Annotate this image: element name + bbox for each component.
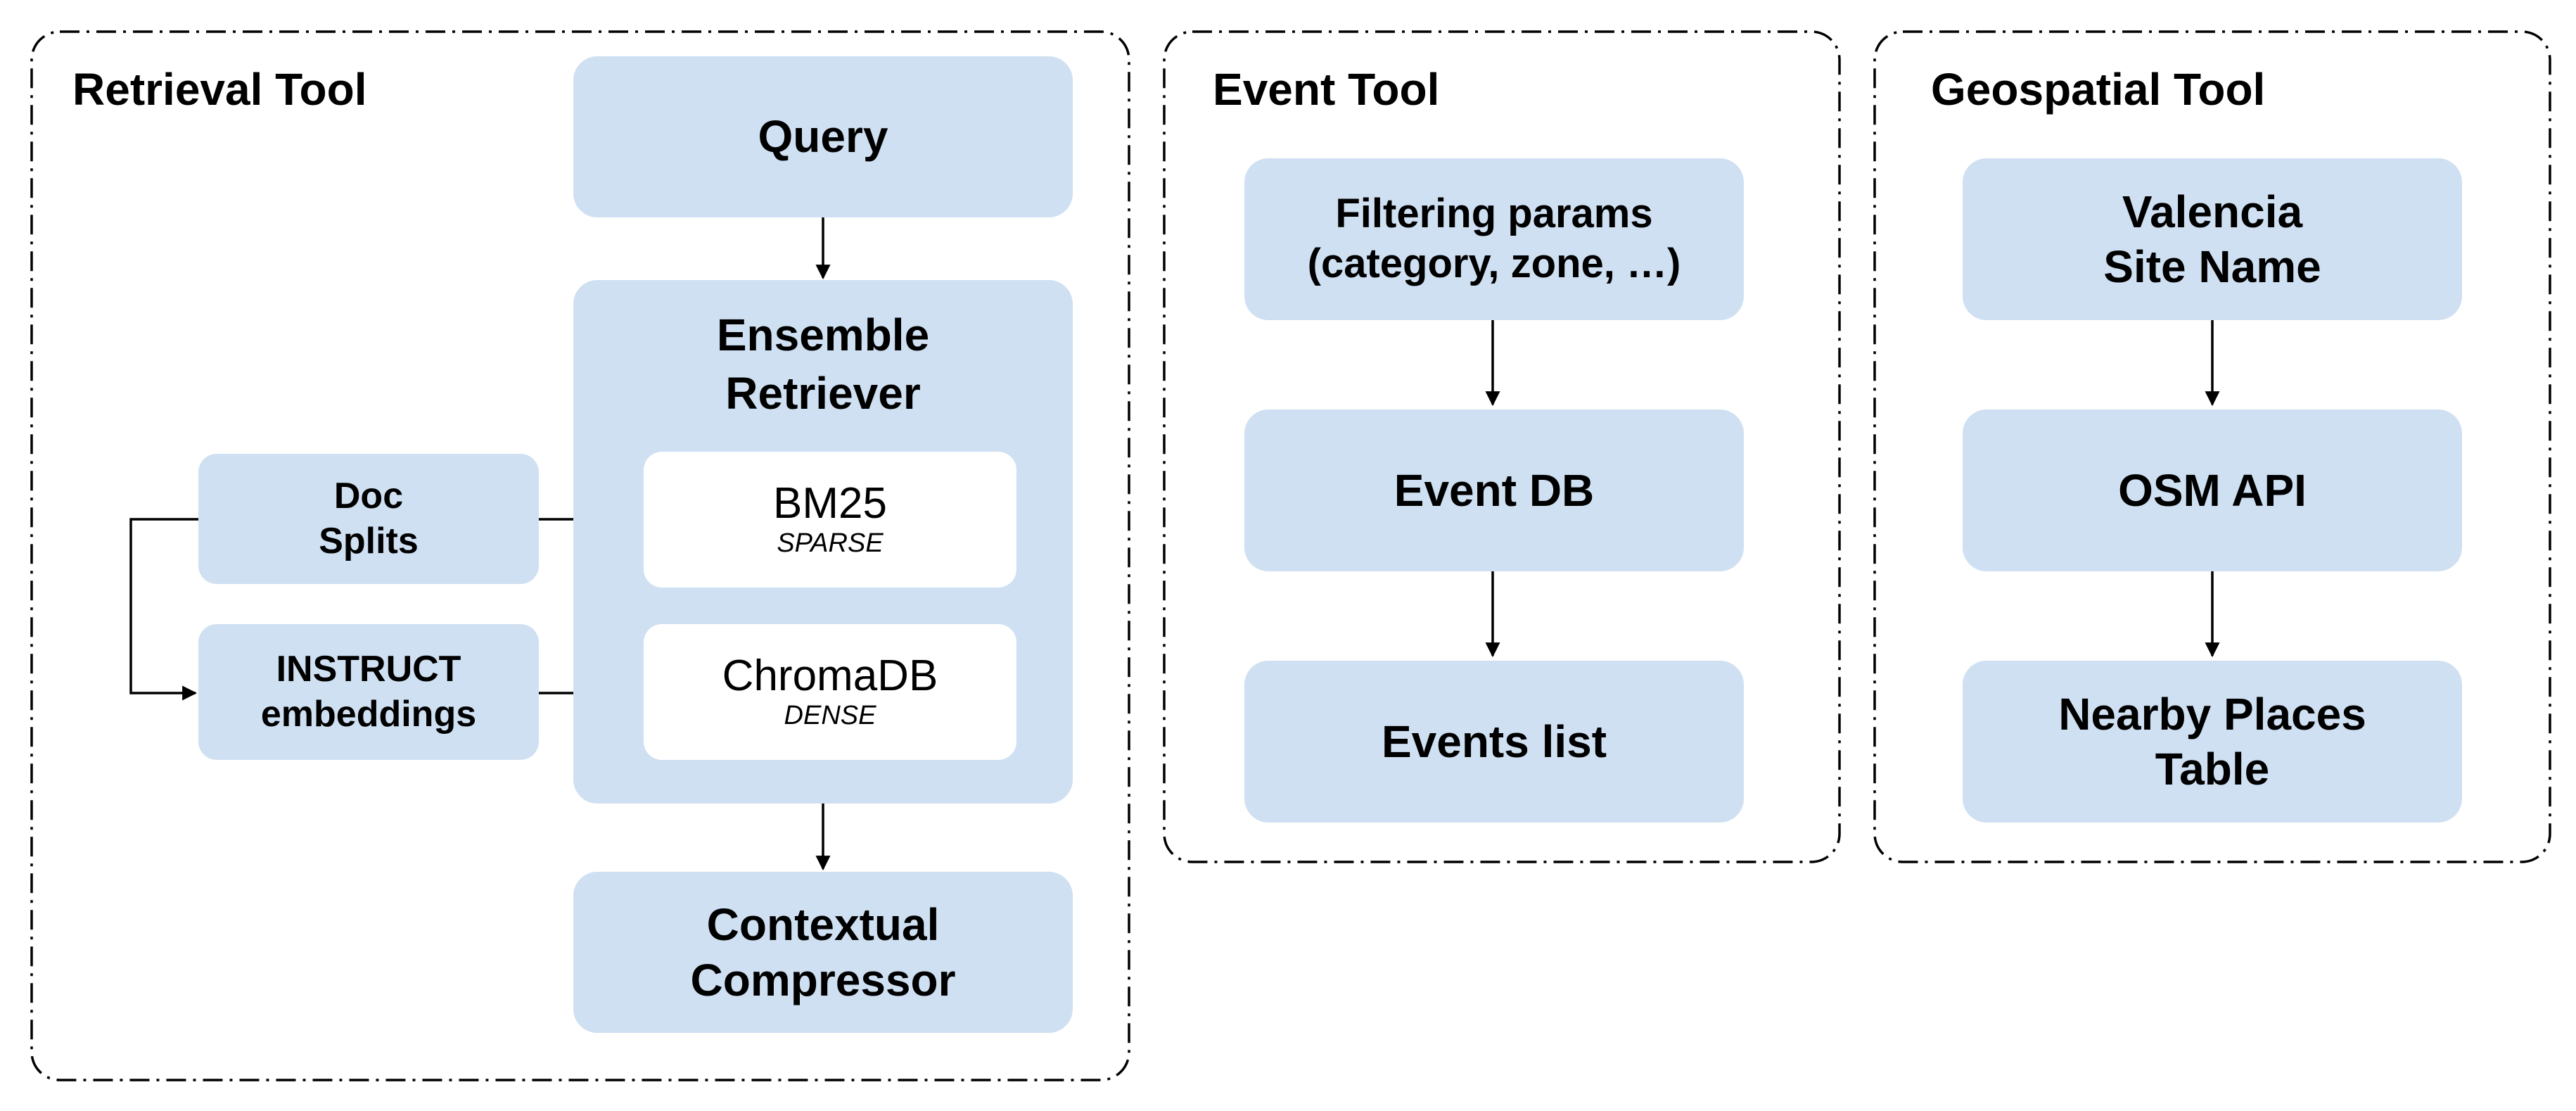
events-list-label: Events list [1381, 716, 1607, 767]
filtering-line2: (category, zone, …) [1307, 241, 1681, 286]
bm25-label: BM25 [773, 478, 887, 528]
doc-splits-line1: Doc [333, 476, 404, 517]
nearby-places-table-box: Nearby Places Table [1963, 661, 2462, 823]
compressor-line1: Contextual [706, 899, 940, 951]
chromadb-box: ChromaDB DENSE [644, 624, 1016, 760]
event-tool-title: Event Tool [1213, 64, 1440, 115]
filtering-params-box: Filtering params (category, zone, …) [1244, 158, 1744, 320]
event-panel-border [1163, 30, 1841, 863]
geospatial-tool-title: Geospatial Tool [1931, 64, 2266, 115]
event-db-label: Event DB [1394, 464, 1595, 516]
ensemble-retriever-title: Ensemble Retriever [573, 306, 1073, 423]
osm-api-label: OSM API [2118, 464, 2307, 516]
filtering-line1: Filtering params [1335, 191, 1653, 237]
arrow-doc-to-instruct [129, 518, 198, 701]
places-line2: Table [2155, 744, 2270, 794]
site-line2: Site Name [2103, 241, 2321, 292]
bm25-box: BM25 SPARSE [644, 452, 1016, 588]
doc-splits-line2: Splits [319, 520, 419, 561]
query-box: Query [573, 56, 1073, 217]
valencia-site-name-box: Valencia Site Name [1963, 158, 2462, 320]
osm-api-box: OSM API [1963, 410, 2462, 571]
places-line1: Nearby Places [2058, 688, 2366, 739]
query-label: Query [758, 111, 888, 163]
ensemble-title-line2: Retriever [725, 368, 921, 419]
instruct-line1: INSTRUCT [276, 649, 461, 690]
instruct-embeddings-box: INSTRUCT embeddings [198, 624, 539, 760]
chromadb-label: ChromaDB [722, 651, 938, 700]
contextual-compressor-box: Contextual Compressor [573, 872, 1073, 1033]
chromadb-type: DENSE [784, 700, 876, 730]
geo-panel-border [1873, 30, 2551, 863]
site-line1: Valencia [2122, 186, 2303, 237]
events-list-box: Events list [1244, 661, 1744, 823]
doc-splits-box: Doc Splits [198, 454, 539, 584]
ensemble-title-line1: Ensemble [716, 310, 930, 360]
retrieval-panel-border [30, 30, 1130, 1081]
instruct-line2: embeddings [260, 693, 477, 735]
compressor-line2: Compressor [690, 954, 956, 1005]
bm25-type: SPARSE [777, 528, 884, 558]
retrieval-tool-title: Retrieval Tool [72, 64, 367, 115]
event-db-box: Event DB [1244, 410, 1744, 571]
